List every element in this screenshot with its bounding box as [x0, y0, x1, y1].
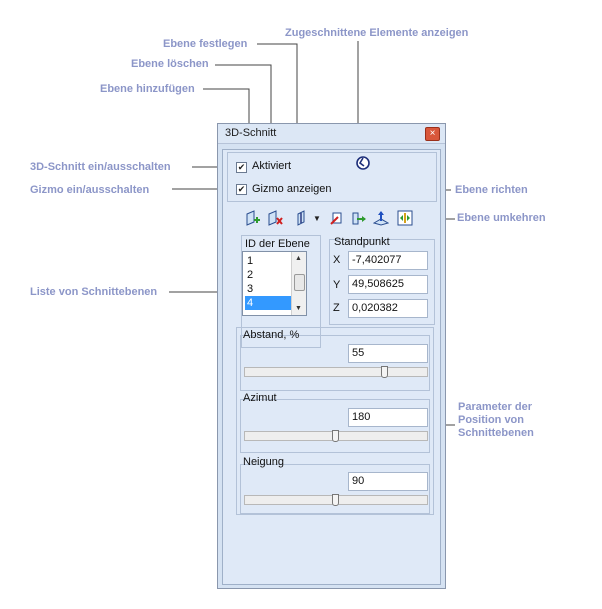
align-plane-arrow-icon[interactable] [351, 210, 367, 226]
plane-list-group [241, 235, 321, 348]
callout-gizmo-toggle: Gizmo ein/ausschalten [30, 184, 150, 196]
options-group [227, 152, 437, 202]
list-item[interactable]: 1 [247, 255, 254, 267]
scroll-thumb[interactable] [294, 274, 305, 291]
plane-list[interactable]: 1 2 3 4 ▲ ▼ [242, 251, 307, 316]
add-plane-icon[interactable] [245, 210, 261, 226]
plane-list-header: ID der Ebene [245, 238, 310, 250]
callout-umkehren: Ebene umkehren [457, 212, 546, 224]
z-label: Z [333, 302, 340, 314]
list-item[interactable]: 2 [247, 269, 254, 281]
x-label: X [333, 254, 341, 266]
abstand-input[interactable]: 55 [348, 344, 428, 363]
title-bar[interactable]: 3D-Schnitt × [218, 124, 445, 144]
scroll-down-icon[interactable]: ▼ [295, 305, 302, 312]
aktiviert-label: Aktiviert [252, 160, 292, 172]
azimut-slider-thumb[interactable] [332, 430, 339, 442]
neigung-label: Neigung [243, 456, 284, 468]
azimut-group [240, 399, 430, 453]
standpunkt-header: Standpunkt [334, 236, 390, 248]
plane-normal-icon[interactable] [373, 210, 389, 226]
list-item[interactable]: 3 [247, 283, 254, 295]
list-scrollbar[interactable]: ▲ ▼ [291, 252, 306, 315]
azimut-input[interactable]: 180 [348, 408, 428, 427]
gizmo-label: Gizmo anzeigen [252, 183, 332, 195]
set-plane-icon[interactable] [293, 210, 309, 226]
x-input[interactable]: -7,402077 [348, 251, 428, 270]
y-input[interactable]: 49,508625 [348, 275, 428, 294]
azimut-label: Azimut [243, 392, 277, 404]
callout-loeschen: Ebene löschen [131, 58, 209, 70]
standpunkt-group [329, 239, 435, 325]
close-button[interactable]: × [425, 127, 440, 141]
neigung-slider-thumb[interactable] [332, 494, 339, 506]
callout-festlegen: Ebene festlegen [163, 38, 248, 50]
aktiviert-checkbox[interactable]: ✔ [236, 162, 247, 173]
neigung-group [240, 464, 430, 514]
y-label: Y [333, 279, 341, 291]
invert-plane-icon[interactable] [397, 210, 413, 226]
callout-liste: Liste von Schnittebenen [30, 286, 158, 298]
gizmo-checkbox[interactable]: ✔ [236, 184, 247, 195]
abstand-group [240, 335, 430, 391]
callout-parameter: Parameter der Position von Schnittebenen [458, 401, 534, 439]
callout-richten: Ebene richten [455, 184, 528, 196]
abstand-slider-thumb[interactable] [381, 366, 388, 378]
callout-hinzufuegen: Ebene hinzufügen [100, 83, 195, 95]
abstand-slider[interactable] [244, 367, 428, 377]
window-title: 3D-Schnitt [225, 127, 277, 139]
abstand-label: Abstand, % [243, 329, 300, 341]
align-plane-icon[interactable] [329, 210, 345, 226]
z-input[interactable]: 0,020382 [348, 299, 428, 318]
parameter-container [236, 327, 434, 515]
scroll-up-icon[interactable]: ▲ [295, 255, 302, 262]
clipped-elements-icon[interactable] [355, 155, 371, 171]
callout-zugeschnittene: Zugeschnittene Elemente anzeigen [285, 27, 469, 39]
delete-plane-icon[interactable] [267, 210, 283, 226]
list-item-selected[interactable]: 4 [245, 296, 292, 310]
schnitt-dialog: 3D-Schnitt × ✔ Aktiviert ✔ Gizmo anzeige… [217, 123, 446, 589]
callout-schnitt-toggle: 3D-Schnitt ein/ausschalten [30, 161, 171, 173]
set-plane-dropdown-icon[interactable]: ▼ [313, 214, 321, 223]
neigung-input[interactable]: 90 [348, 472, 428, 491]
